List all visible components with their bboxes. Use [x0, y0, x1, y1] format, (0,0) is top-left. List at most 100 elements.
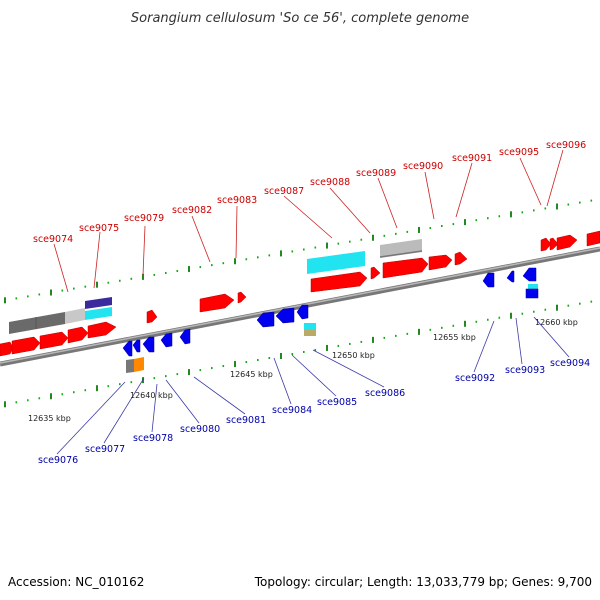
tick-dot — [533, 209, 535, 212]
tick-dot — [498, 316, 501, 319]
tick-dot — [199, 369, 202, 372]
tick-dot — [73, 287, 75, 290]
tick-dot — [510, 312, 512, 319]
tick-dot — [96, 281, 98, 288]
tick-dot — [395, 232, 397, 235]
tick-dot — [372, 336, 374, 343]
tick-dot — [153, 273, 156, 276]
gene-label: sce9093 — [505, 365, 545, 376]
gene-label: sce9096 — [546, 140, 586, 151]
kbp-label: 12640 kbp — [130, 391, 173, 400]
kbp-label: 12635 kbp — [28, 414, 71, 423]
rna-features — [85, 251, 538, 330]
tick-dot — [165, 375, 167, 378]
tick-dot — [4, 401, 6, 408]
genome-summary-text: Topology: circular; Length: 13,033,779 b… — [254, 575, 592, 589]
tick-dot — [188, 369, 190, 376]
tick-dot — [27, 399, 29, 402]
tick-dot — [61, 393, 64, 396]
tick-dot — [487, 318, 489, 321]
gene-label: sce9076 — [38, 455, 78, 466]
tick-dot — [441, 225, 443, 228]
tick-dot — [245, 258, 248, 261]
tick-dot — [383, 336, 386, 339]
gene-label: sce9092 — [455, 373, 495, 384]
gene-label: sce9087 — [264, 186, 304, 197]
kbp-label: 12655 kbp — [433, 333, 476, 342]
tick-dot — [107, 281, 110, 284]
tick-dot — [303, 248, 305, 251]
gene-label: sce9074 — [33, 234, 73, 245]
reverse-cds — [122, 267, 539, 357]
tick-dot — [280, 250, 282, 257]
gene-label: sce9084 — [272, 405, 312, 416]
map-title: Sorangium cellulosum 'So ce 56', complet… — [131, 11, 469, 26]
tick-dot — [360, 340, 363, 343]
tick-dot — [337, 344, 340, 347]
tick-dot — [418, 226, 420, 233]
accession-text: Accession: NC_010162 — [8, 575, 144, 589]
tick-dot — [406, 332, 409, 335]
gene-label: sce9088 — [310, 177, 350, 188]
tick-dot — [15, 297, 18, 300]
tick-dot — [211, 264, 213, 267]
gene-label: sce9077 — [85, 444, 125, 455]
tick-dot — [268, 254, 271, 257]
tick-dot — [567, 203, 570, 206]
kbp-label: 12660 kbp — [535, 318, 578, 327]
tick-dot — [4, 297, 6, 304]
gene-label: sce9091 — [452, 153, 492, 164]
gene-label: sce9080 — [180, 424, 220, 435]
bottom-gene-labels: sce9076 sce9077 sce9078 sce9080 sce9081 … — [38, 358, 590, 466]
tick-dot — [441, 326, 443, 329]
tick-dot — [188, 266, 190, 273]
tick-dot — [337, 242, 340, 245]
kbp-label: 12645 kbp — [230, 370, 273, 379]
tick-dot — [130, 277, 133, 280]
tick-dot — [475, 219, 478, 222]
tick-dot — [590, 300, 593, 303]
gene-label: sce9081 — [226, 415, 266, 426]
tick-dot — [556, 304, 558, 311]
tick-dot — [383, 234, 386, 237]
tick-dot — [487, 217, 489, 220]
gene-label: sce9086 — [365, 388, 405, 399]
tick-dot — [510, 211, 512, 218]
tick-dot — [130, 381, 133, 384]
tick-dot — [199, 266, 202, 269]
tick-dot — [314, 348, 317, 351]
gene-label: sce9095 — [499, 147, 539, 158]
gene-label: sce9089 — [356, 168, 396, 179]
kbp-labels: 12635 kbp 12640 kbp 12645 kbp 12650 kbp … — [28, 318, 578, 423]
gene-label: sce9075 — [79, 223, 119, 234]
tick-dot — [73, 391, 75, 394]
tick-dot — [452, 223, 455, 226]
tick-dot — [153, 377, 156, 380]
tick-dot — [360, 238, 363, 241]
tick-dot — [533, 310, 535, 313]
tick-dot — [567, 304, 570, 307]
tick-dot — [257, 256, 259, 259]
tick-dot — [84, 285, 87, 288]
tick-dots — [4, 199, 593, 408]
tick-dot — [314, 246, 317, 249]
tick-dot — [211, 367, 213, 370]
tick-dot — [579, 201, 581, 204]
backbone — [0, 246, 600, 367]
tick-dot — [234, 361, 236, 368]
tick-dot — [556, 203, 558, 210]
tick-dot — [222, 365, 225, 368]
tick-dot — [429, 328, 432, 331]
forward-cds — [0, 230, 600, 357]
gene-label: sce9090 — [403, 161, 443, 172]
tick-dot — [27, 295, 29, 298]
tick-dot — [176, 373, 179, 376]
gene-label: sce9078 — [133, 433, 173, 444]
tick-dot — [418, 328, 420, 335]
tick-dot — [50, 393, 52, 400]
tick-dot — [119, 279, 121, 282]
tick-dot — [303, 350, 305, 353]
tick-dot — [475, 320, 478, 323]
tick-dot — [38, 397, 41, 400]
